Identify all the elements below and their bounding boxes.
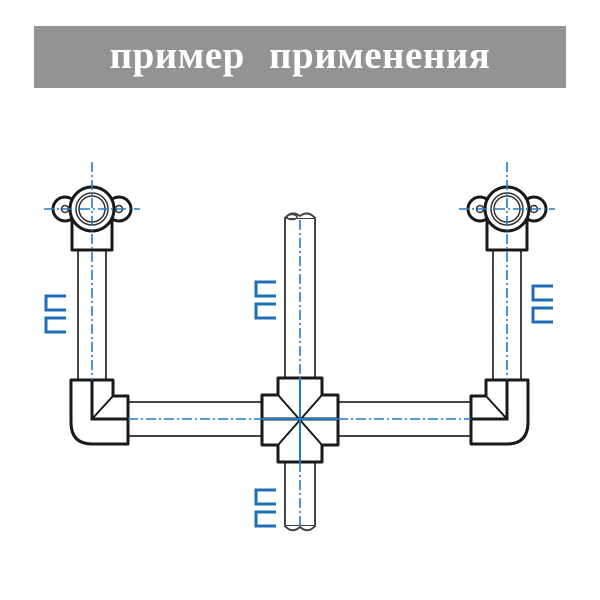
center-lines — [44, 162, 555, 528]
elbow-left — [69, 378, 130, 446]
elbow-right — [469, 378, 530, 446]
pipe-label-left-vertical — [44, 294, 66, 334]
pipe-label-right-vertical — [531, 284, 553, 324]
title-banner: пример применения — [34, 26, 566, 88]
pipe-label-center-upper — [254, 280, 276, 320]
page-title: пример применения — [109, 33, 491, 77]
pipe-label-center-lower — [254, 488, 276, 528]
